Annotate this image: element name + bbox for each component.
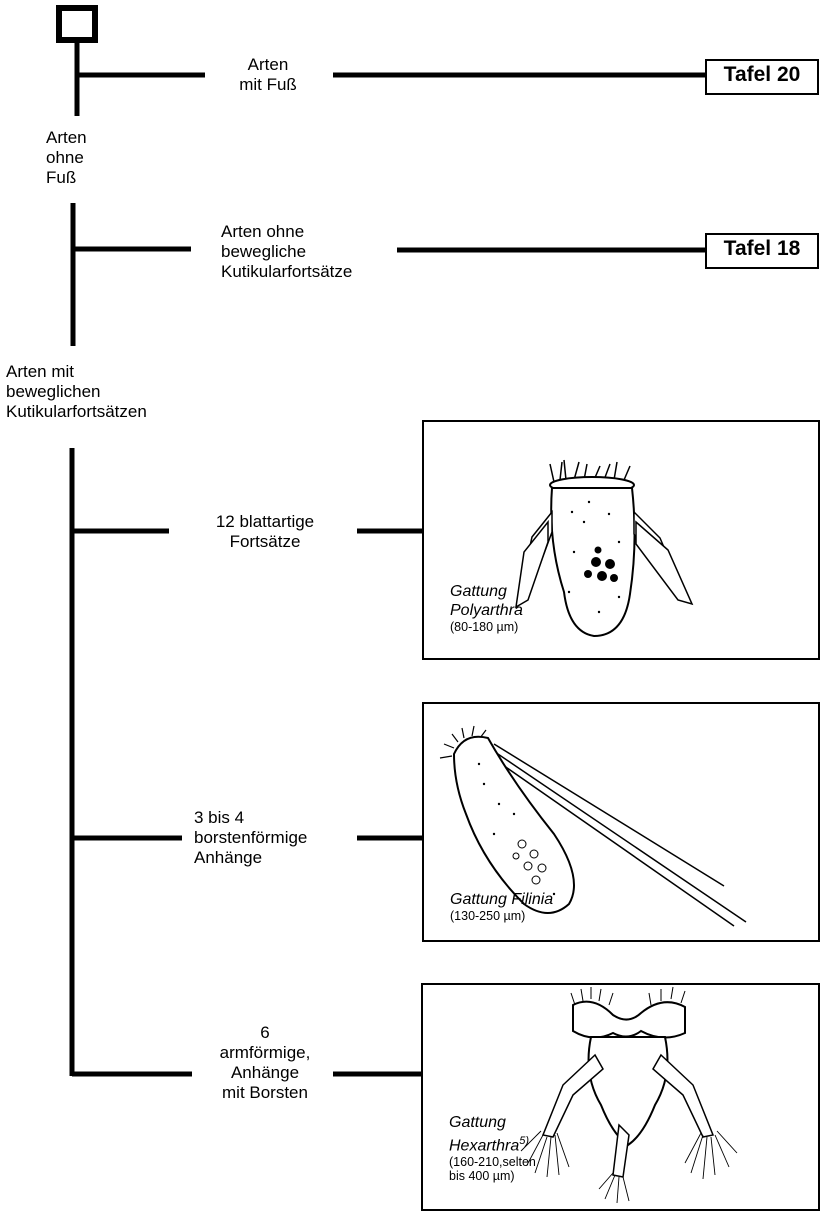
root-box — [56, 5, 98, 43]
label-blattartige: 12 blattartige Fortsätze — [215, 512, 315, 551]
size-hexarthra-line1: (160-210,selten — [449, 1155, 536, 1170]
tafel-20-box: Tafel 20 — [705, 59, 819, 95]
genus-label-gattung: Gattung — [450, 583, 507, 600]
size-polyarthra: (80-180 µm) — [450, 620, 519, 634]
label-arten-mit-beweglichen: Arten mit beweglichen Kutikularfortsätze… — [6, 362, 147, 421]
hexarthra-drawing — [520, 986, 738, 1204]
genus-name-polyarthra: Polyarthra — [450, 602, 523, 619]
genus-label-gattung-hexarthra: Gattung — [449, 1114, 506, 1131]
footnote-marker: 5) — [519, 1135, 530, 1147]
caption-hexarthra: Gattung Hexarthra5) (160-210,selten bis … — [449, 1113, 536, 1183]
filinia-drawing — [439, 725, 747, 927]
panel-polyarthra: Gattung Polyarthra (80-180 µm) — [422, 420, 820, 660]
size-filinia: (130-250 µm) — [450, 909, 526, 923]
genus-name-filinia: Gattung Filinia — [450, 891, 554, 908]
label-armfoermige: 6 armförmige, Anhänge mit Borsten — [219, 1023, 311, 1102]
panel-filinia: Gattung Filinia (130-250 µm) — [422, 702, 820, 942]
caption-filinia: Gattung Filinia (130-250 µm) — [450, 890, 553, 923]
tafel-18-box: Tafel 18 — [705, 233, 819, 269]
size-hexarthra-line2: bis 400 µm) — [449, 1169, 515, 1184]
label-arten-ohne-bewegliche: Arten ohne bewegliche Kutikularfortsätze — [221, 222, 353, 281]
label-arten-mit-fuss: Arten mit Fuß — [239, 55, 297, 94]
genus-name-hexarthra: Hexarthra — [449, 1137, 520, 1155]
panel-hexarthra: Gattung Hexarthra5) (160-210,selten bis … — [421, 983, 820, 1211]
polyarthra-drawing — [515, 459, 694, 638]
caption-polyarthra: Gattung Polyarthra (80-180 µm) — [450, 582, 523, 634]
label-arten-ohne-fuss: Arten ohne Fuß — [46, 128, 87, 187]
label-borstenfoermige: 3 bis 4 borstenförmige Anhänge — [194, 808, 308, 867]
